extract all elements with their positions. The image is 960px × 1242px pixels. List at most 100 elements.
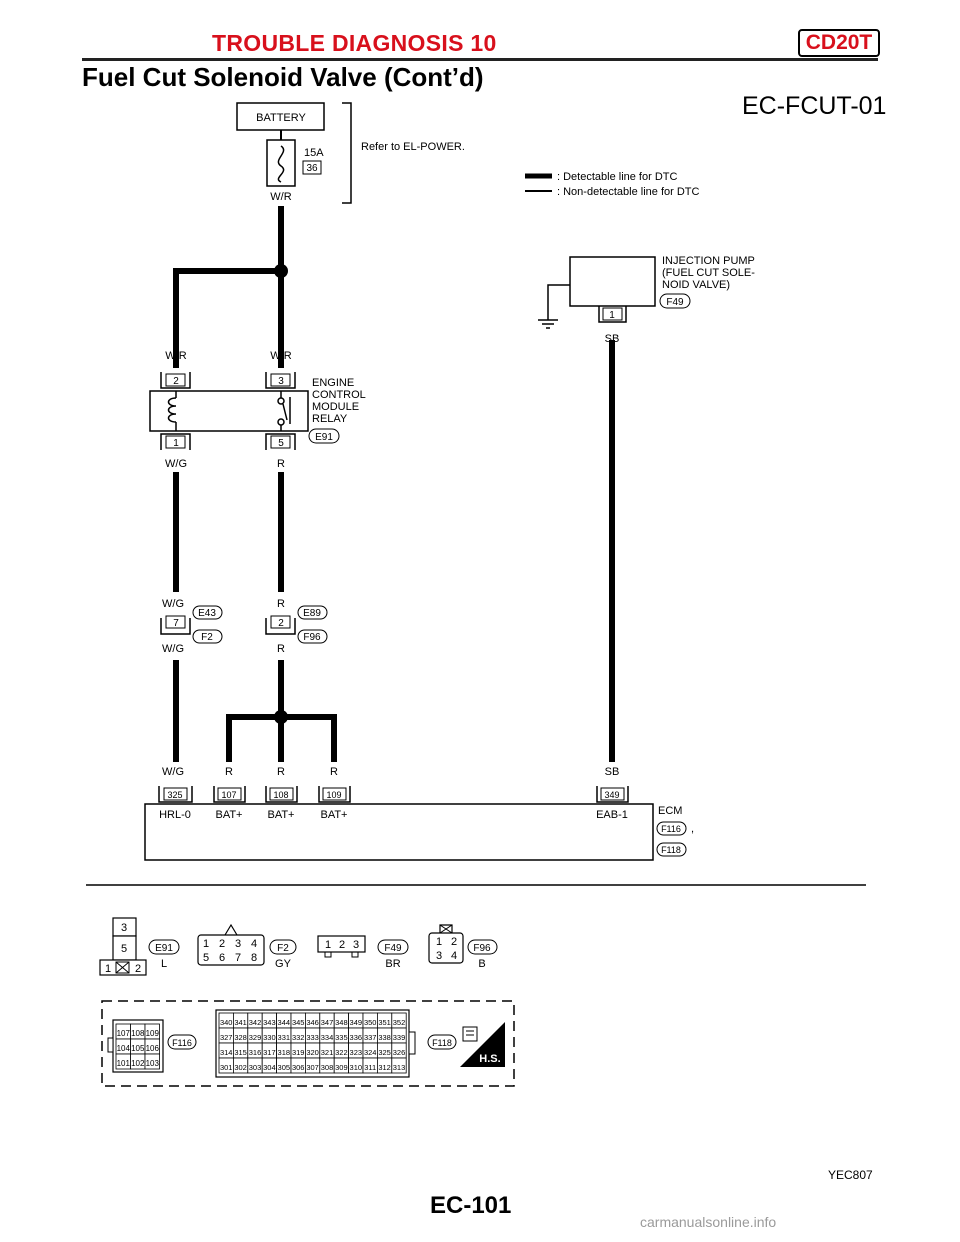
- f96-color: B: [478, 958, 485, 970]
- f96-pin-2: 2: [451, 936, 457, 948]
- f118-pin-331: 331: [278, 1033, 291, 1042]
- e91-pin-2: 2: [135, 963, 141, 975]
- relay-connector: E91: [315, 432, 333, 443]
- f118-pin-317: 317: [263, 1048, 276, 1057]
- f2-pin-2: 2: [219, 938, 225, 950]
- pump-wire-label: SB: [605, 333, 620, 345]
- f118-pin-330: 330: [263, 1033, 276, 1042]
- e91-pin-5: 5: [121, 943, 127, 955]
- f118-pin-342: 342: [249, 1018, 262, 1027]
- ecm-terminal-name-109: BAT+: [320, 809, 347, 821]
- engine-badge: CD20T: [798, 29, 880, 57]
- splice-dot-upper: [274, 264, 288, 278]
- legend: : Detectable line for DTC : Non-detectab…: [525, 171, 700, 198]
- f118-pin-333: 333: [306, 1033, 319, 1042]
- ecm-connector-f118: F118: [661, 845, 681, 855]
- f118-pin-304: 304: [263, 1063, 276, 1072]
- f96-pin-3: 3: [436, 950, 442, 962]
- hs-badge: H.S.: [460, 1022, 505, 1067]
- f118-pin-344: 344: [278, 1018, 291, 1027]
- f118-pin-319: 319: [292, 1048, 305, 1057]
- f118-pin-305: 305: [278, 1063, 291, 1072]
- ecm-label: ECM: [658, 805, 682, 817]
- relay-label-1: ENGINE: [312, 377, 354, 389]
- f118-pin-314: 314: [220, 1048, 233, 1057]
- f118-pin-328: 328: [234, 1033, 247, 1042]
- relay-wire-top-right: W/R: [270, 350, 291, 362]
- pump-connector: F49: [666, 297, 684, 308]
- legend-detectable: : Detectable line for DTC: [557, 171, 677, 183]
- f118-pin-325: 325: [378, 1048, 391, 1057]
- f49-pin-3: 3: [353, 939, 359, 951]
- f2-id: F2: [277, 943, 289, 954]
- section-title: TROUBLE DIAGNOSIS 10: [212, 30, 497, 56]
- f118-pin-336: 336: [350, 1033, 363, 1042]
- ecm-terminal-108: 108: [273, 790, 288, 800]
- f118-pin-341: 341: [234, 1018, 247, 1027]
- f116-pin-102: 102: [131, 1059, 145, 1068]
- f118-pin-309: 309: [335, 1063, 348, 1072]
- f118-pin-308: 308: [321, 1063, 334, 1072]
- f118-pin-320: 320: [306, 1048, 319, 1057]
- battery-block: BATTERY 15A 36 W/R: [236, 102, 325, 203]
- f118-pin-338: 338: [378, 1033, 391, 1042]
- connector-f49: 1 2 3 F49 BR: [317, 935, 409, 970]
- f118-pin-313: 313: [393, 1063, 406, 1072]
- injection-pump: INJECTION PUMP (FUEL CUT SOLE- NOID VALV…: [538, 255, 755, 345]
- relay-pin-1: 1: [173, 438, 179, 449]
- relay-pin-3: 3: [278, 376, 284, 387]
- e91-pin-3: 3: [121, 922, 127, 934]
- f49-pin-1: 1: [325, 939, 331, 951]
- e91-color: L: [161, 958, 167, 970]
- e91-id: E91: [155, 943, 173, 954]
- f96-id: F96: [473, 943, 491, 954]
- ecm-wire-109: R: [330, 766, 338, 778]
- relay-wire-bottom-left: W/G: [165, 458, 187, 470]
- f118-pin-349: 349: [350, 1018, 363, 1027]
- f118-pin-306: 306: [292, 1063, 305, 1072]
- f118-pin-350: 350: [364, 1018, 377, 1027]
- relay-wire-bottom-right: R: [277, 458, 285, 470]
- f118-pin-345: 345: [292, 1018, 305, 1027]
- f49-pin-2: 2: [339, 939, 345, 951]
- diagram-code: EC-FCUT-01: [742, 92, 887, 120]
- ecm-terminal-name-107: BAT+: [215, 809, 242, 821]
- pump-pin: 1: [609, 310, 615, 321]
- f116-pin-106: 106: [146, 1044, 160, 1053]
- f116-pin-105: 105: [131, 1044, 145, 1053]
- page-number: EC-101: [430, 1192, 512, 1219]
- f118-pin-302: 302: [234, 1063, 247, 1072]
- junction-left-connector-bottom: F2: [201, 632, 213, 643]
- f118-pin-337: 337: [364, 1033, 377, 1042]
- relay-switch-icon: [277, 397, 285, 405]
- f118-pin-327: 327: [220, 1033, 233, 1042]
- ecm-relay: W/R W/R 2 3 1 5 W/G R ENGINE CONTROL MOD…: [149, 350, 366, 470]
- f118-pin-321: 321: [321, 1048, 334, 1057]
- e91-pin-1: 1: [105, 963, 111, 975]
- fuse-icon: [277, 145, 285, 183]
- header-rule: [82, 58, 878, 61]
- connector-icon: [462, 1026, 478, 1042]
- f116-pin-104: 104: [117, 1044, 131, 1053]
- f118-pin-303: 303: [249, 1063, 262, 1072]
- f118-pin-347: 347: [321, 1018, 334, 1027]
- f118-pin-351: 351: [378, 1018, 391, 1027]
- power-bracket: [342, 102, 352, 204]
- junction-right-wire-top: R: [277, 598, 285, 610]
- f118-pin-324: 324: [364, 1048, 377, 1057]
- ecm-terminal-349: 349: [604, 790, 619, 800]
- f2-pin-8: 8: [251, 952, 257, 964]
- ecm-terminal-name-349: EAB-1: [596, 809, 628, 821]
- f2-pin-3: 3: [235, 938, 241, 950]
- relay-pin-5: 5: [278, 438, 284, 449]
- hs-label: H.S.: [479, 1053, 500, 1065]
- f118-pin-322: 322: [335, 1048, 348, 1057]
- f118-pin-316: 316: [249, 1048, 262, 1057]
- f118-id: F118: [432, 1038, 452, 1048]
- pump-label-3: NOID VALVE): [662, 279, 730, 291]
- f116-pin-103: 103: [146, 1059, 160, 1068]
- junction-left-wire-bottom: W/G: [162, 643, 184, 655]
- f2-pin-4: 4: [251, 938, 257, 950]
